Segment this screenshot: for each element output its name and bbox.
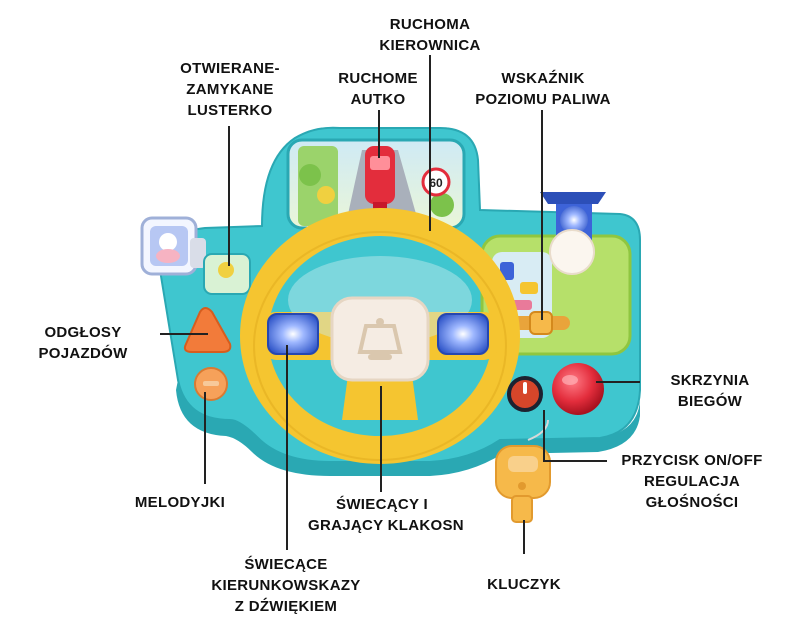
right-turn-signal[interactable]	[437, 313, 489, 355]
leader-skrzynia-h	[596, 381, 640, 383]
label-ruchoma-kierownica: RUCHOMA KIEROWNICA	[379, 16, 481, 54]
leader-lusterko	[228, 126, 230, 266]
leader-kierunkowskazy	[286, 345, 288, 550]
horn-button[interactable]	[330, 296, 430, 382]
vehicle-sounds-button[interactable]	[183, 307, 232, 353]
label-przycisk: PRZYCISK ON/OFF REGULACJA GŁOŚNOŚCI	[621, 452, 763, 511]
key[interactable]	[495, 419, 551, 523]
gear-shift-knob[interactable]	[552, 363, 604, 415]
leader-przycisk-v	[543, 410, 545, 462]
leader-klakson	[380, 386, 382, 492]
leader-ruchome-autko	[378, 110, 380, 158]
label-klakson: ŚWIECĄCY I GRAJĄCY KLAKOSN	[308, 496, 464, 534]
label-odglosy: ODGŁOSY POJAZDÓW	[38, 324, 128, 362]
label-wskaznik: WSKAŹNIK POZIOMU PALIWA	[475, 70, 611, 108]
leader-wskaznik	[541, 110, 543, 320]
leader-melodyjki	[204, 392, 206, 484]
label-skrzynia: SKRZYNIA BIEGÓW	[670, 372, 750, 410]
leader-przycisk-h	[543, 460, 607, 462]
left-turn-signal[interactable]	[267, 313, 319, 355]
label-melodyjki: MELODYJKI	[134, 494, 226, 511]
label-lusterko: OTWIERANE- ZAMYKANE LUSTERKO	[180, 60, 280, 119]
flip-mirror[interactable]	[140, 216, 206, 276]
leader-odglosy	[160, 333, 208, 335]
label-kluczyk: KLUCZYK	[487, 576, 561, 593]
speed-sign-text: 60	[429, 176, 443, 190]
label-ruchome-autko: RUCHOME AUTKO	[338, 70, 418, 108]
fuel-indicator-bulb	[549, 229, 595, 275]
label-kierunkowskazy: ŚWIECĄCE KIERUNKOWSKAZY Z DŹWIĘKIEM	[211, 556, 361, 615]
leader-ruchoma-kierownica	[429, 55, 431, 231]
leader-kluczyk	[523, 520, 525, 554]
